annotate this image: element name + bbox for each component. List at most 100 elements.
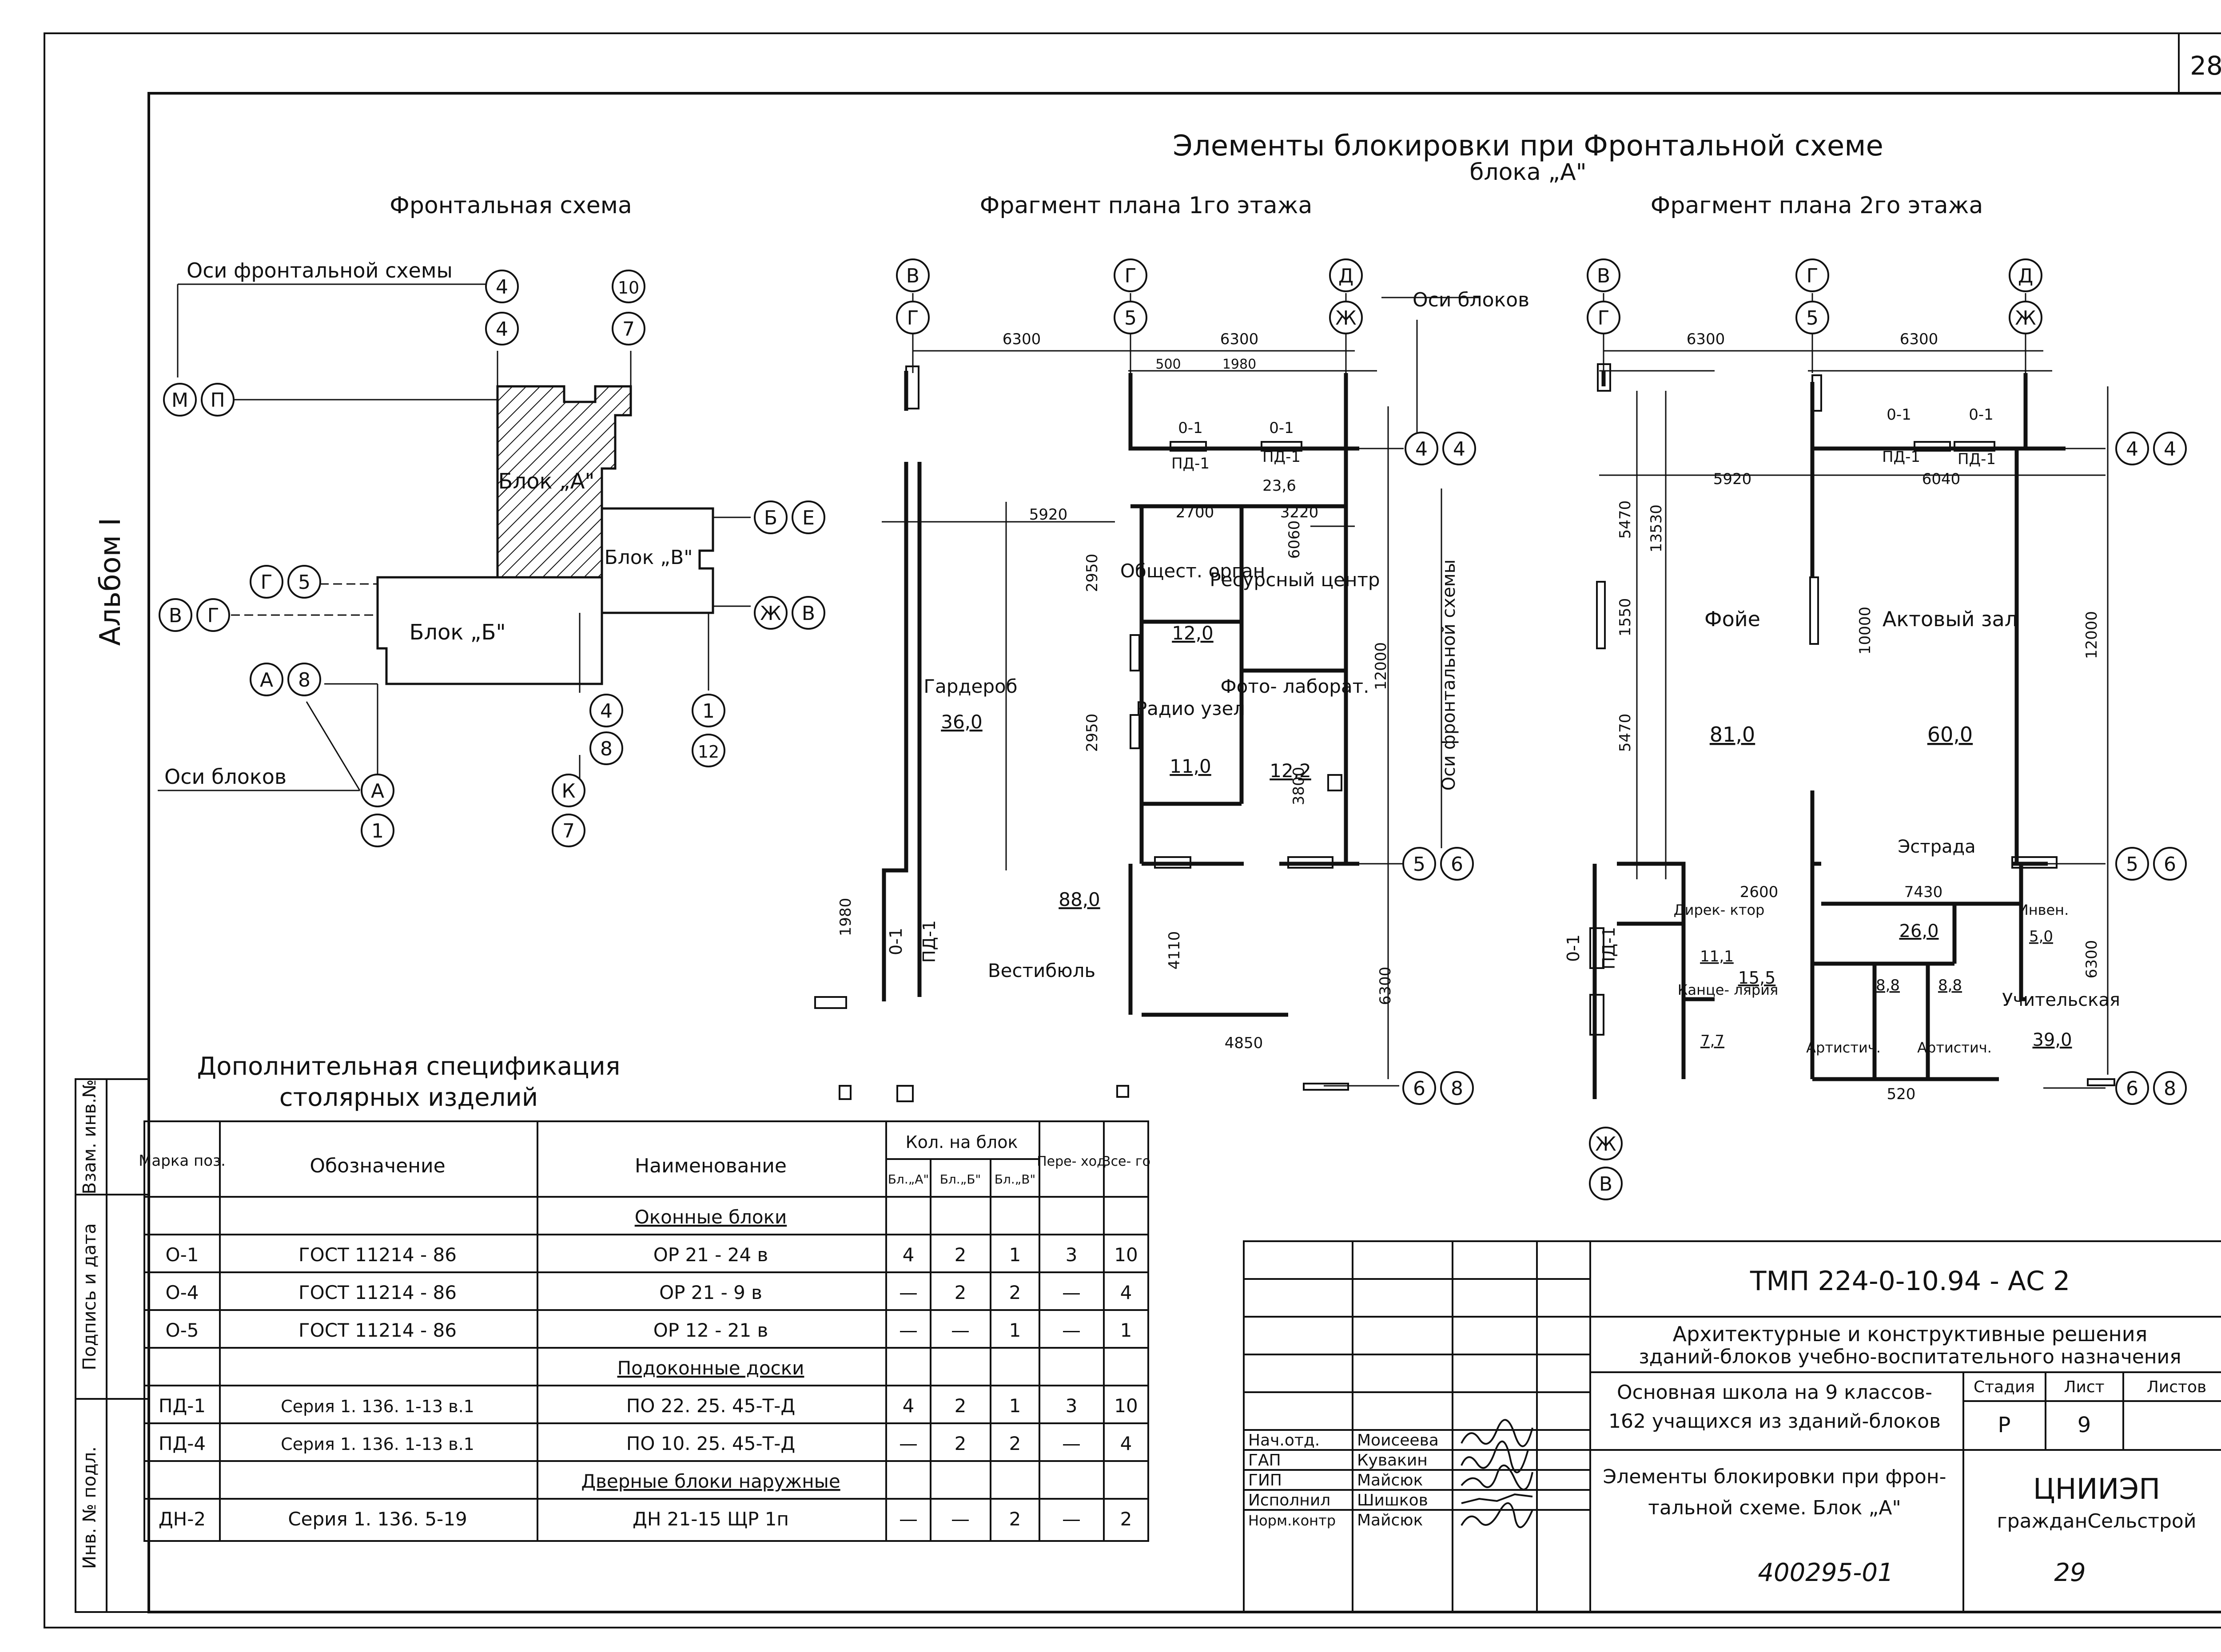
side-stamp-replace: Взам. инв.№	[80, 1080, 100, 1195]
staff-name: Шишков	[1357, 1491, 1428, 1509]
axis-front-8b: 8	[600, 738, 613, 760]
sheet-label: Лист	[2064, 1378, 2104, 1396]
spec-row-qty-a: 4	[903, 1244, 915, 1266]
spec-group-sills: Подоконные доски	[617, 1357, 804, 1379]
axis-front-1-bot: 1	[371, 820, 384, 842]
p2-room-area-2: 60,0	[1927, 723, 1973, 747]
spec-row-mark: О-4	[166, 1282, 199, 1303]
spec-row-qty-t: —	[1062, 1319, 1081, 1341]
p2-dim-6300b: 6300	[1900, 330, 1938, 348]
spec-row-qty-a: —	[899, 1433, 918, 1454]
spec-row-qty-t: —	[1062, 1508, 1081, 1530]
p2-axis-8: 8	[2164, 1077, 2176, 1100]
p1-room-name-1: Общест. орган	[1120, 560, 1265, 582]
p2-axis-g: Г	[1598, 307, 1610, 330]
axis-front-4a: 4	[496, 276, 508, 298]
p1-dim-2950b: 2950	[1083, 714, 1101, 752]
plan2-title: Фрагмент плана 2го этажа	[1651, 192, 1983, 219]
p2-axis-bzh: Ж	[1595, 1133, 1616, 1156]
axis-markers-front	[159, 270, 825, 847]
axis-front-g: Г	[261, 571, 273, 594]
spec-row-total: 4	[1120, 1282, 1132, 1303]
spec-row-designation: Серия 1. 136. 1-13 в.1	[281, 1434, 474, 1454]
p2-dim-5920: 5920	[1713, 470, 1752, 488]
spec-header-transit: Пере- ход	[1037, 1154, 1106, 1169]
doc-object-2: 162 учащихся из зданий-блоков	[1608, 1410, 1941, 1433]
p1-axis-zh: Ж	[1335, 307, 1356, 330]
spec-row-qty-a: —	[899, 1319, 918, 1341]
p2-axis-6b: 6	[2126, 1077, 2138, 1100]
spec-row-mark: ПД-1	[159, 1395, 206, 1417]
staff-role: Исполнил	[1248, 1491, 1330, 1509]
p1-op-pd1b: ПД-1	[1262, 448, 1301, 466]
axis-front-12: 12	[698, 742, 719, 762]
p1-room-area-3: 11,0	[1170, 755, 1211, 777]
p1-room-name-3: Радио узел	[1136, 698, 1245, 719]
p1-room-name-6: Вестибюль	[988, 960, 1095, 981]
p1-axis-g: Г	[907, 307, 919, 330]
p1-axis-6: 6	[1451, 853, 1463, 876]
archive-number: 400295-01	[1758, 1558, 1893, 1587]
p2-dim-5470b: 5470	[1616, 714, 1634, 752]
spec-header-designation: Обозначение	[310, 1155, 445, 1177]
spec-row-name: ДН 21-15 ЩР 1п	[633, 1508, 789, 1530]
p1-room-area-6: 88,0	[1059, 889, 1100, 910]
axis-front-a-bot: А	[371, 780, 384, 802]
p1-dim-12000: 12000	[1372, 642, 1390, 690]
p1-op-pd1c: ПД-1	[919, 920, 939, 963]
frontal-axes-label: Оси фронтальной схемы	[187, 258, 453, 282]
spec-row-qty-b: 2	[955, 1282, 967, 1303]
spec-row-qty-b: 2	[955, 1244, 967, 1266]
p1-front-axes-vertical: Оси фронтальной схемы	[1439, 560, 1459, 791]
p1-room-area-5: 36,0	[941, 711, 983, 733]
p1-axis-6b: 6	[1413, 1077, 1425, 1100]
axis-front-5: 5	[298, 571, 310, 594]
axis-front-g-left: Г	[207, 604, 219, 627]
p2-axis-v: В	[1597, 265, 1610, 287]
staff-role: ГАП	[1248, 1451, 1281, 1469]
p2-room-area-10: 15,5	[1738, 968, 1776, 988]
p2-room-name-7: Учительская	[2002, 990, 2120, 1010]
sheets-label: Листов	[2147, 1378, 2206, 1396]
p2-room-name-9: Артистич.	[1917, 1039, 1992, 1056]
sheet-frame	[44, 32, 2221, 1628]
axis-front-10: 10	[618, 278, 639, 298]
staff-name: Майсюк	[1357, 1471, 1423, 1489]
p2-room-name-3: Эстрада	[1898, 837, 1975, 857]
p2-dim-6300a: 6300	[1687, 330, 1725, 348]
axis-front-a-left: А	[260, 669, 273, 691]
axis-front-4b: 4	[496, 318, 508, 341]
spec-row-name: ОР 21 - 9 в	[659, 1282, 762, 1303]
staff-role: ГИП	[1248, 1471, 1282, 1489]
block-b-shape	[376, 576, 603, 685]
p1-axis-g2: Г	[1125, 265, 1137, 287]
p1-op-pd1a: ПД-1	[1171, 455, 1210, 473]
p1-block-axes-label: Оси блоков	[1413, 289, 1529, 311]
p2-room-area-6: 5,0	[2029, 928, 2053, 945]
spec-row-total: 4	[1120, 1433, 1132, 1454]
spec-row-name: ПО 10. 25. 45-Т-Д	[626, 1433, 796, 1454]
p1-op-01c: 0-1	[886, 928, 906, 955]
org-name-2: гражданСельстрой	[1997, 1510, 2197, 1533]
axis-front-1r: 1	[702, 700, 715, 723]
stage-label: Стадия	[1974, 1378, 2035, 1396]
spec-row-designation: Серия 1. 136. 1-13 в.1	[281, 1397, 474, 1416]
spec-row-mark: ПД-4	[159, 1433, 206, 1454]
archive-page: 29	[2054, 1558, 2086, 1587]
spec-row-qty-b: 2	[955, 1433, 967, 1454]
p2-dim-10000: 10000	[1856, 607, 1874, 655]
p2-room-name-4: Дирек- ктор	[1674, 901, 1765, 918]
staff-role: Нач.отд.	[1248, 1431, 1320, 1449]
p2-axis-5: 5	[1806, 307, 1819, 330]
spec-row-qty-a: 4	[903, 1395, 915, 1417]
plan1-title: Фрагмент плана 1го этажа	[980, 192, 1313, 219]
spec-row-qty-v: 1	[1009, 1244, 1021, 1266]
front-scheme: Блок „А" Блок „В" Блок „Б" Оси фронтальн…	[158, 258, 825, 847]
p2-room-area-1: 81,0	[1710, 723, 1755, 747]
album-label: Альбом I	[94, 518, 127, 646]
spec-row-qty-a: —	[899, 1508, 918, 1530]
spec-group-windows: Оконные блоки	[635, 1206, 787, 1228]
axis-front-p: П	[210, 389, 225, 412]
p2-dim-12000: 12000	[2083, 611, 2101, 659]
